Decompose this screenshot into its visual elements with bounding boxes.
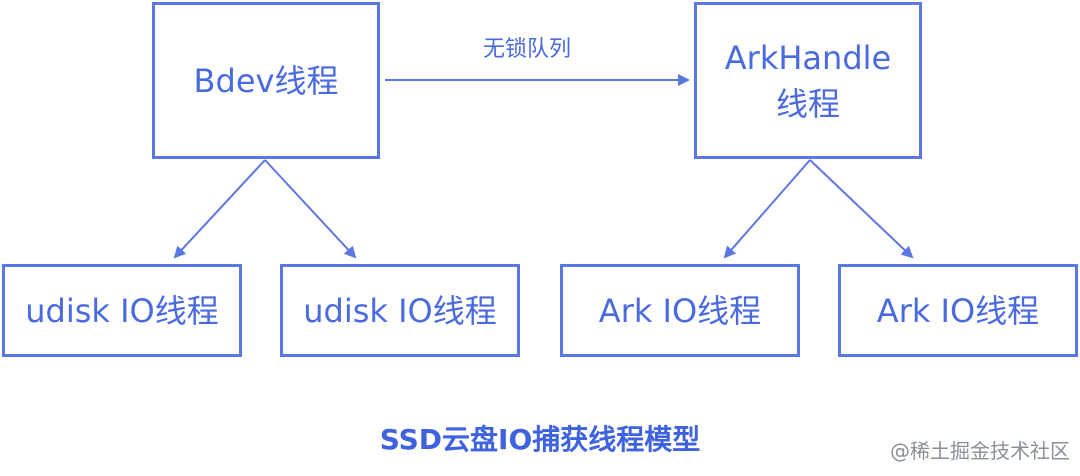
udisk-io-thread-node-2: udisk IO线程	[280, 264, 520, 357]
udisk-io-thread-label: udisk IO线程	[25, 291, 219, 330]
ark-io-thread-node-2: Ark IO线程	[838, 264, 1078, 357]
edge-arkhandle-to-ark-io-2	[809, 159, 914, 259]
edge-bdev-to-udisk-io-2	[264, 159, 357, 259]
udisk-io-thread-node-1: udisk IO线程	[2, 264, 242, 357]
udisk-io-thread-label: udisk IO线程	[303, 291, 497, 330]
diagram-caption: SSD云盘IO捕获线程模型	[379, 423, 701, 456]
lockfree-queue-label: 无锁队列	[483, 37, 572, 62]
ark-io-thread-node-1: Ark IO线程	[560, 264, 800, 357]
edge-bdev-to-udisk-io-1	[173, 159, 266, 259]
arkhandle-thread-label-line2: 线程	[775, 84, 840, 123]
arkhandle-thread-node: ArkHandle 线程	[694, 2, 922, 159]
ark-io-thread-label: Ark IO线程	[876, 291, 1040, 330]
watermark: @稀土掘金技术社区	[890, 439, 1070, 463]
bdev-thread-label: Bdev线程	[193, 61, 339, 100]
arkhandle-thread-label-line1: ArkHandle	[724, 38, 892, 77]
ark-io-thread-label: Ark IO线程	[598, 291, 762, 330]
edge-arkhandle-to-ark-io-1	[723, 159, 811, 259]
bdev-thread-node: Bdev线程	[152, 2, 380, 159]
